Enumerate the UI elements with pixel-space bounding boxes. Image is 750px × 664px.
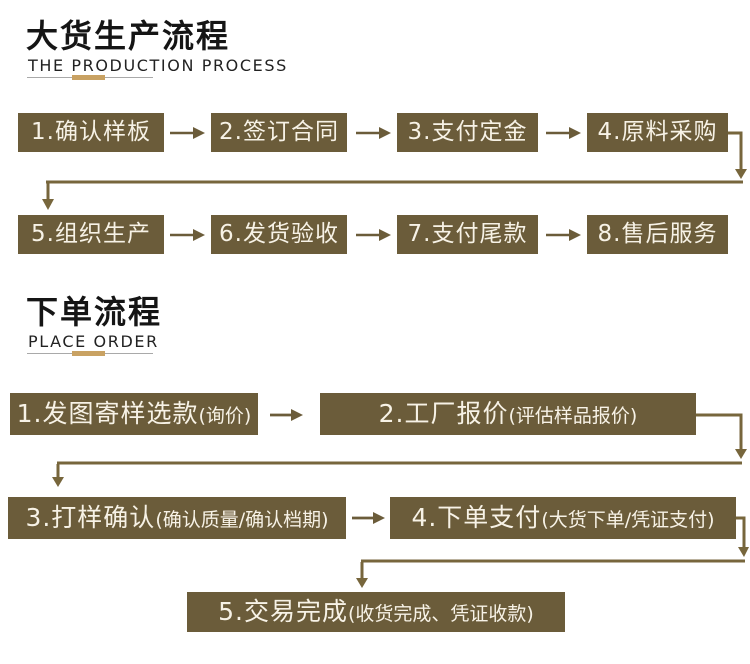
order-step-2-label: 2.工厂报价 [378,399,509,428]
arrow-right-icon [170,127,581,139]
order-step-3: 3.打样确认(确认质量/确认档期) [8,497,346,539]
connector-row1-row2 [42,131,747,210]
divider-accent [72,75,105,80]
order-step-5-note: (收货完成、凭证收款) [348,603,534,625]
production-step-6: 6.发货验收 [211,215,347,254]
order-step-1-note: (询价) [198,405,252,427]
production-step-1: 1.确认样板 [18,113,164,152]
production-section-subtitle: THE PRODUCTION PROCESS [28,56,288,75]
connector-order2-final [356,516,749,588]
divider-accent [72,351,105,356]
order-step-5-label: 5.交易完成 [218,597,349,626]
order-step-3-note: (确认质量/确认档期) [155,509,329,531]
order-step-5: 5.交易完成(收货完成、凭证收款) [187,592,565,632]
production-section-title: 大货生产流程 [26,17,231,55]
production-step-2: 2.签订合同 [211,113,347,152]
production-step-7: 7.支付尾款 [397,215,538,254]
connector-order1-order2 [52,413,747,487]
order-step-1-label: 1.发图寄样选款 [16,399,199,428]
order-section-subtitle: PLACE ORDER [28,332,159,351]
order-step-4-label: 4.下单支付 [411,503,542,532]
order-step-2-note: (评估样品报价) [508,405,638,427]
production-step-3: 3.支付定金 [397,113,538,152]
order-step-3-label: 3.打样确认 [25,503,156,532]
production-step-8: 8.售后服务 [587,215,728,254]
arrow-right-icon [352,512,385,524]
order-step-4-note: (大货下单/凭证支付) [541,509,715,531]
production-step-5: 5.组织生产 [18,215,164,254]
order-step-1: 1.发图寄样选款(询价) [10,393,258,435]
order-step-2: 2.工厂报价(评估样品报价) [320,393,696,435]
order-step-4: 4.下单支付(大货下单/凭证支付) [390,497,736,539]
production-step-4: 4.原料采购 [587,113,728,152]
arrow-right-icon [170,229,581,241]
arrow-right-icon [270,409,303,421]
order-section-title: 下单流程 [26,293,163,331]
